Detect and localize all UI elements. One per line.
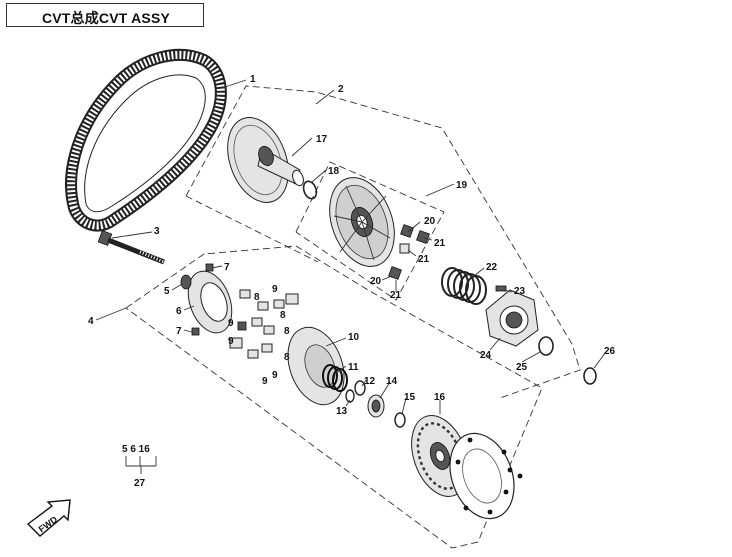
label-8a: 8	[254, 292, 260, 303]
label-19: 19	[456, 180, 468, 191]
label-9e: 9	[262, 376, 268, 387]
forward-arrow-icon	[26, 499, 71, 537]
washer-5	[180, 274, 192, 290]
label-5: 5	[164, 286, 170, 297]
ring-15	[394, 412, 406, 428]
label-9c: 9	[228, 336, 234, 347]
cam-plate	[187, 270, 233, 334]
label-22: 22	[486, 262, 498, 273]
legend-bottom: 27	[134, 478, 146, 489]
weights-and-pins	[191, 263, 299, 359]
label-2: 2	[338, 84, 344, 95]
movable-sheave	[329, 177, 395, 267]
title-box: CVT总成CVT ASSY	[6, 3, 204, 27]
leader-lines	[95, 79, 607, 415]
washer-13	[345, 389, 355, 403]
spring-11	[322, 364, 348, 392]
bolt	[97, 230, 165, 265]
label-16: 16	[434, 392, 446, 403]
part-labels: 1 2 3 4 5 6 7 7 8 8 8 8 9 9 9 9 9 10 11 …	[37, 74, 616, 534]
group-outline-2	[185, 85, 581, 399]
label-8d: 8	[284, 352, 290, 363]
label-3: 3	[154, 226, 160, 237]
label-23: 23	[514, 286, 526, 297]
label-8b: 8	[280, 310, 286, 321]
label-7a: 7	[224, 262, 230, 273]
assembly-legend	[125, 456, 157, 474]
label-10: 10	[348, 332, 360, 343]
label-11: 11	[348, 362, 359, 373]
label-14: 14	[386, 376, 398, 387]
label-6: 6	[176, 306, 182, 317]
snap-ring-18	[302, 180, 318, 200]
label-9a: 9	[272, 284, 278, 295]
spring	[441, 267, 487, 305]
snap-ring-26	[583, 367, 597, 385]
label-9d: 9	[272, 370, 278, 381]
label-20a: 20	[424, 216, 436, 227]
label-8c: 8	[284, 326, 290, 337]
drive-belt	[65, 48, 227, 232]
label-21b: 21	[418, 254, 430, 265]
label-12: 12	[364, 376, 376, 387]
fixed-sheave	[227, 117, 304, 203]
label-7b: 7	[176, 326, 182, 337]
pin	[495, 285, 507, 292]
label-13: 13	[336, 406, 348, 417]
group-outline-4	[125, 245, 543, 549]
label-1: 1	[250, 74, 256, 85]
label-17: 17	[316, 134, 328, 145]
label-9b: 9	[228, 318, 234, 329]
bearing-14	[367, 394, 385, 418]
label-26: 26	[604, 346, 616, 357]
snap-ring-25	[538, 336, 554, 356]
label-15: 15	[404, 392, 416, 403]
cover-plate	[449, 432, 523, 520]
spider-cover	[485, 289, 539, 347]
label-21a: 21	[434, 238, 446, 249]
legend-top: 5 6 16	[122, 444, 150, 455]
label-24: 24	[480, 350, 492, 361]
label-25: 25	[516, 362, 528, 373]
washer-12	[354, 380, 366, 396]
label-20b: 20	[370, 276, 382, 287]
label-21c: 21	[390, 290, 402, 301]
label-18: 18	[328, 166, 340, 177]
label-4: 4	[88, 316, 94, 327]
diagram-title: CVT总成CVT ASSY	[41, 10, 171, 26]
